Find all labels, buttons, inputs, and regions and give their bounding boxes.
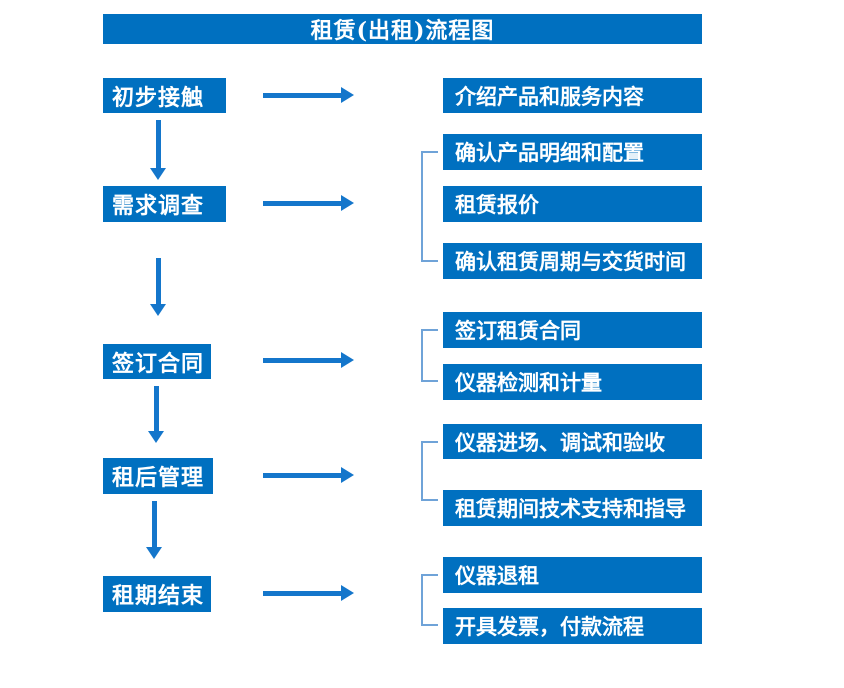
step-box-sign-contract: 签订合同 (103, 344, 211, 379)
detail-box-confirm-product-details: 确认产品明细和配置 (443, 134, 702, 170)
down-arrow-1 (150, 120, 166, 180)
bracket-group-sign-contract (421, 329, 438, 382)
down-arrow-3 (148, 386, 164, 443)
step-box-post-rental-management: 租后管理 (103, 458, 213, 494)
detail-box-instrument-inspection: 仪器检测和计量 (443, 364, 702, 400)
step-box-initial-contact: 初步接触 (103, 78, 226, 113)
flowchart-title: 租赁(出租)流程图 (103, 14, 702, 44)
right-arrow-step4 (263, 467, 354, 483)
down-arrow-2 (150, 258, 166, 316)
right-arrow-step3 (263, 352, 354, 368)
step-box-lease-end: 租期结束 (103, 576, 211, 612)
detail-box-rental-quote: 租赁报价 (443, 186, 702, 222)
detail-box-tech-support: 租赁期间技术支持和指导 (443, 490, 702, 526)
detail-box-instrument-return: 仪器退租 (443, 557, 702, 593)
right-arrow-step1 (263, 87, 354, 103)
bracket-group-lease-end (421, 574, 438, 626)
detail-box-sign-rental-contract: 签订租赁合同 (443, 312, 702, 348)
right-arrow-step2 (263, 195, 354, 211)
detail-box-instrument-setup-acceptance: 仪器进场、调试和验收 (443, 424, 702, 459)
step-box-demand-survey: 需求调查 (103, 186, 226, 222)
down-arrow-4 (146, 501, 162, 559)
right-arrow-step5 (263, 585, 354, 601)
detail-box-confirm-rental-period: 确认租赁周期与交货时间 (443, 243, 702, 279)
detail-box-introduce-products: 介绍产品和服务内容 (443, 78, 702, 113)
bracket-group-post-rental (421, 441, 438, 501)
bracket-group-demand-survey (421, 151, 438, 262)
detail-box-invoice-payment: 开具发票，付款流程 (443, 608, 702, 644)
